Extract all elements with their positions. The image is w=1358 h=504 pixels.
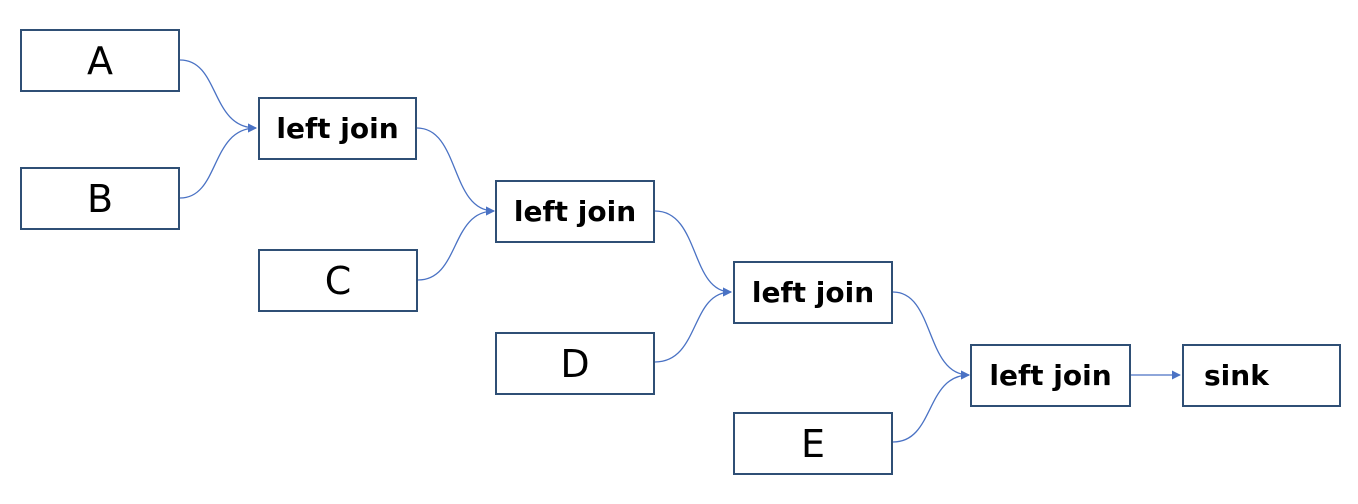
node-join-3-label: left join [751,276,875,309]
node-c-label: C [324,258,352,303]
node-join-2: left join [495,180,655,243]
node-b-label: B [86,176,114,221]
node-join-1-label: left join [276,112,399,145]
node-e: E [733,412,893,475]
edge-join1-to-join2 [416,127,495,216]
node-join-4-label: left join [989,359,1112,392]
node-join-2-label: left join [513,195,637,228]
node-sink: sink [1182,344,1341,407]
node-join-1: left join [258,97,417,160]
edge-e-to-join4 [892,370,970,443]
edge-join3-to-join4 [892,291,970,380]
edge-join2-to-join3 [654,210,732,297]
node-c: C [258,249,418,312]
node-join-4: left join [970,344,1131,407]
node-d-label: D [560,341,590,386]
node-d: D [495,332,655,395]
node-b: B [20,167,180,230]
edge-d-to-join3 [654,287,732,363]
edge-b-to-join1 [179,123,257,199]
node-sink-label: sink [1204,359,1269,392]
node-a: A [20,29,180,92]
node-a-label: A [87,38,113,83]
node-join-3: left join [733,261,893,324]
edge-c-to-join2 [417,206,495,281]
edge-a-to-join1 [179,59,257,133]
node-e-label: E [800,421,825,466]
